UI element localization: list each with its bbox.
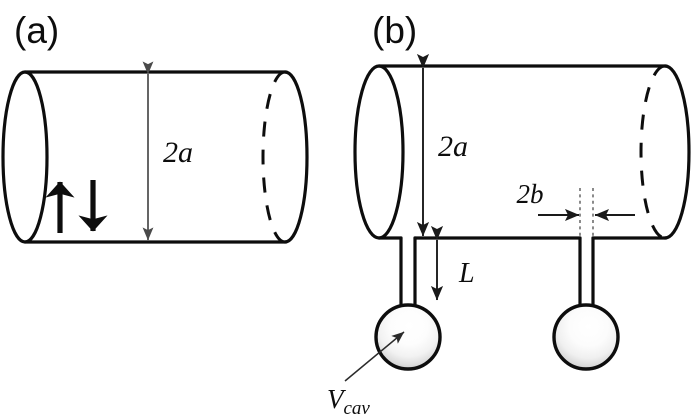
- cylinder-b-hidden-edge: [639, 64, 666, 240]
- cavity-volume-leader-line: [344, 331, 405, 382]
- cylinder-a-left-cap: [1, 70, 49, 244]
- neck-length-label: L: [458, 258, 475, 289]
- resonator-left: [374, 236, 442, 371]
- diameter-b-label: 2a: [438, 130, 468, 163]
- panel-b-neck-length-dimension: L: [430, 225, 475, 301]
- cavity-volume-label: Vcav: [327, 384, 370, 417]
- panel-b-neck-width-dimension: 2b: [517, 179, 635, 240]
- neck-width-label: 2b: [517, 179, 544, 209]
- cylinder-a-right-cap: [283, 70, 309, 244]
- cavity-sphere-left: [374, 303, 442, 371]
- diameter-a-label: 2a: [163, 136, 193, 169]
- cavity-sphere-right: [552, 303, 620, 371]
- cylinder-b-left-cap: [353, 64, 405, 240]
- cylinder-a-hidden-edge: [261, 70, 286, 244]
- cylinder-b-right-cap: [663, 64, 691, 240]
- panel-b-cylinder: [353, 64, 691, 240]
- panel-b-label: (b): [372, 10, 417, 51]
- panel-b-diameter-dimension: 2a: [416, 53, 468, 237]
- panel-a-flow-arrows: [45, 180, 108, 233]
- panel-a-cylinder: [1, 70, 309, 244]
- panel-a-label: (a): [14, 10, 59, 51]
- panel-b: (b) 2a: [327, 10, 691, 417]
- resonator-right: [552, 236, 620, 371]
- panel-a-diameter-dimension: 2a: [142, 61, 193, 241]
- cavity-volume-annotation: Vcav: [327, 331, 405, 417]
- panel-a: (a) 2a: [1, 10, 309, 244]
- cavity-volume-main: V: [327, 384, 347, 414]
- cavity-volume-subscript: cav: [344, 398, 371, 417]
